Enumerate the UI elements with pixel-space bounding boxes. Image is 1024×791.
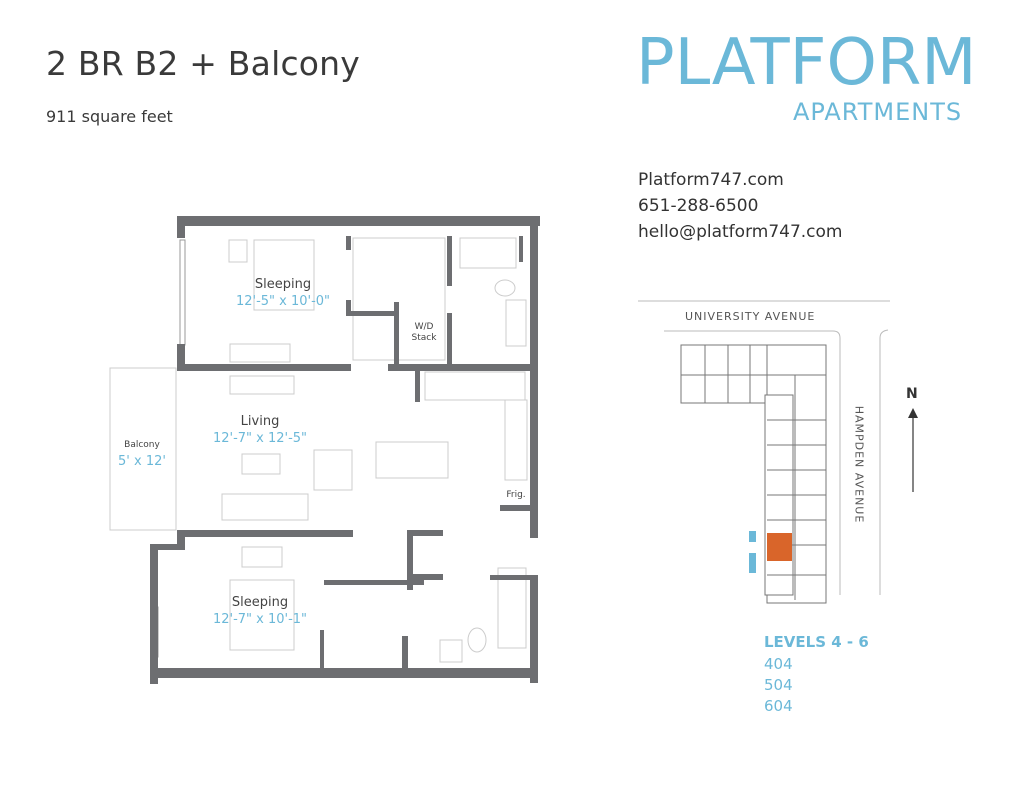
unit-number: 604 (764, 697, 793, 715)
balcony-marker (749, 553, 756, 573)
room-dimensions: 12'-7" x 10'-1" (212, 612, 308, 627)
email-link[interactable]: hello@platform747.com (638, 222, 843, 242)
north-arrow-icon (908, 408, 918, 492)
street-curb (664, 330, 841, 595)
building-outline (680, 344, 827, 604)
levels-heading: LEVELS 4 - 6 (764, 633, 869, 651)
street-curb (879, 329, 889, 595)
unit-number: 404 (764, 655, 793, 673)
fridge-label: Frig. (506, 490, 526, 500)
room-dimensions: 12'-5" x 10'-0" (235, 294, 331, 309)
wd-label-line1: W/D (414, 322, 434, 332)
balcony-marker (749, 531, 756, 542)
furniture (109, 237, 528, 663)
street-university: UNIVERSITY AVENUE (685, 310, 816, 323)
highlighted-unit (767, 533, 792, 561)
room-dimensions: 12'-7" x 12'-5" (212, 431, 308, 446)
phone-number[interactable]: 651-288-6500 (638, 196, 759, 216)
room-name: Balcony (124, 440, 160, 450)
compass-north-label: N (906, 386, 918, 402)
room-name: Sleeping (254, 277, 312, 292)
room-name: Living (240, 414, 280, 429)
website-link[interactable]: Platform747.com (638, 170, 784, 190)
room-name: Sleeping (231, 595, 289, 610)
logo-main: PLATFORM (636, 26, 977, 100)
logo-sub: APARTMENTS (793, 98, 963, 126)
unit-number: 504 (764, 676, 793, 694)
wd-label-line2: Stack (411, 333, 437, 343)
walls (150, 216, 540, 684)
street-hampden: HAMPDEN AVENUE (852, 405, 866, 524)
balcony-deck (109, 367, 177, 531)
room-dimensions: 5' x 12' (118, 454, 166, 469)
page-title: 2 BR B2 + Balcony (46, 44, 361, 83)
square-footage: 911 square feet (46, 107, 173, 126)
